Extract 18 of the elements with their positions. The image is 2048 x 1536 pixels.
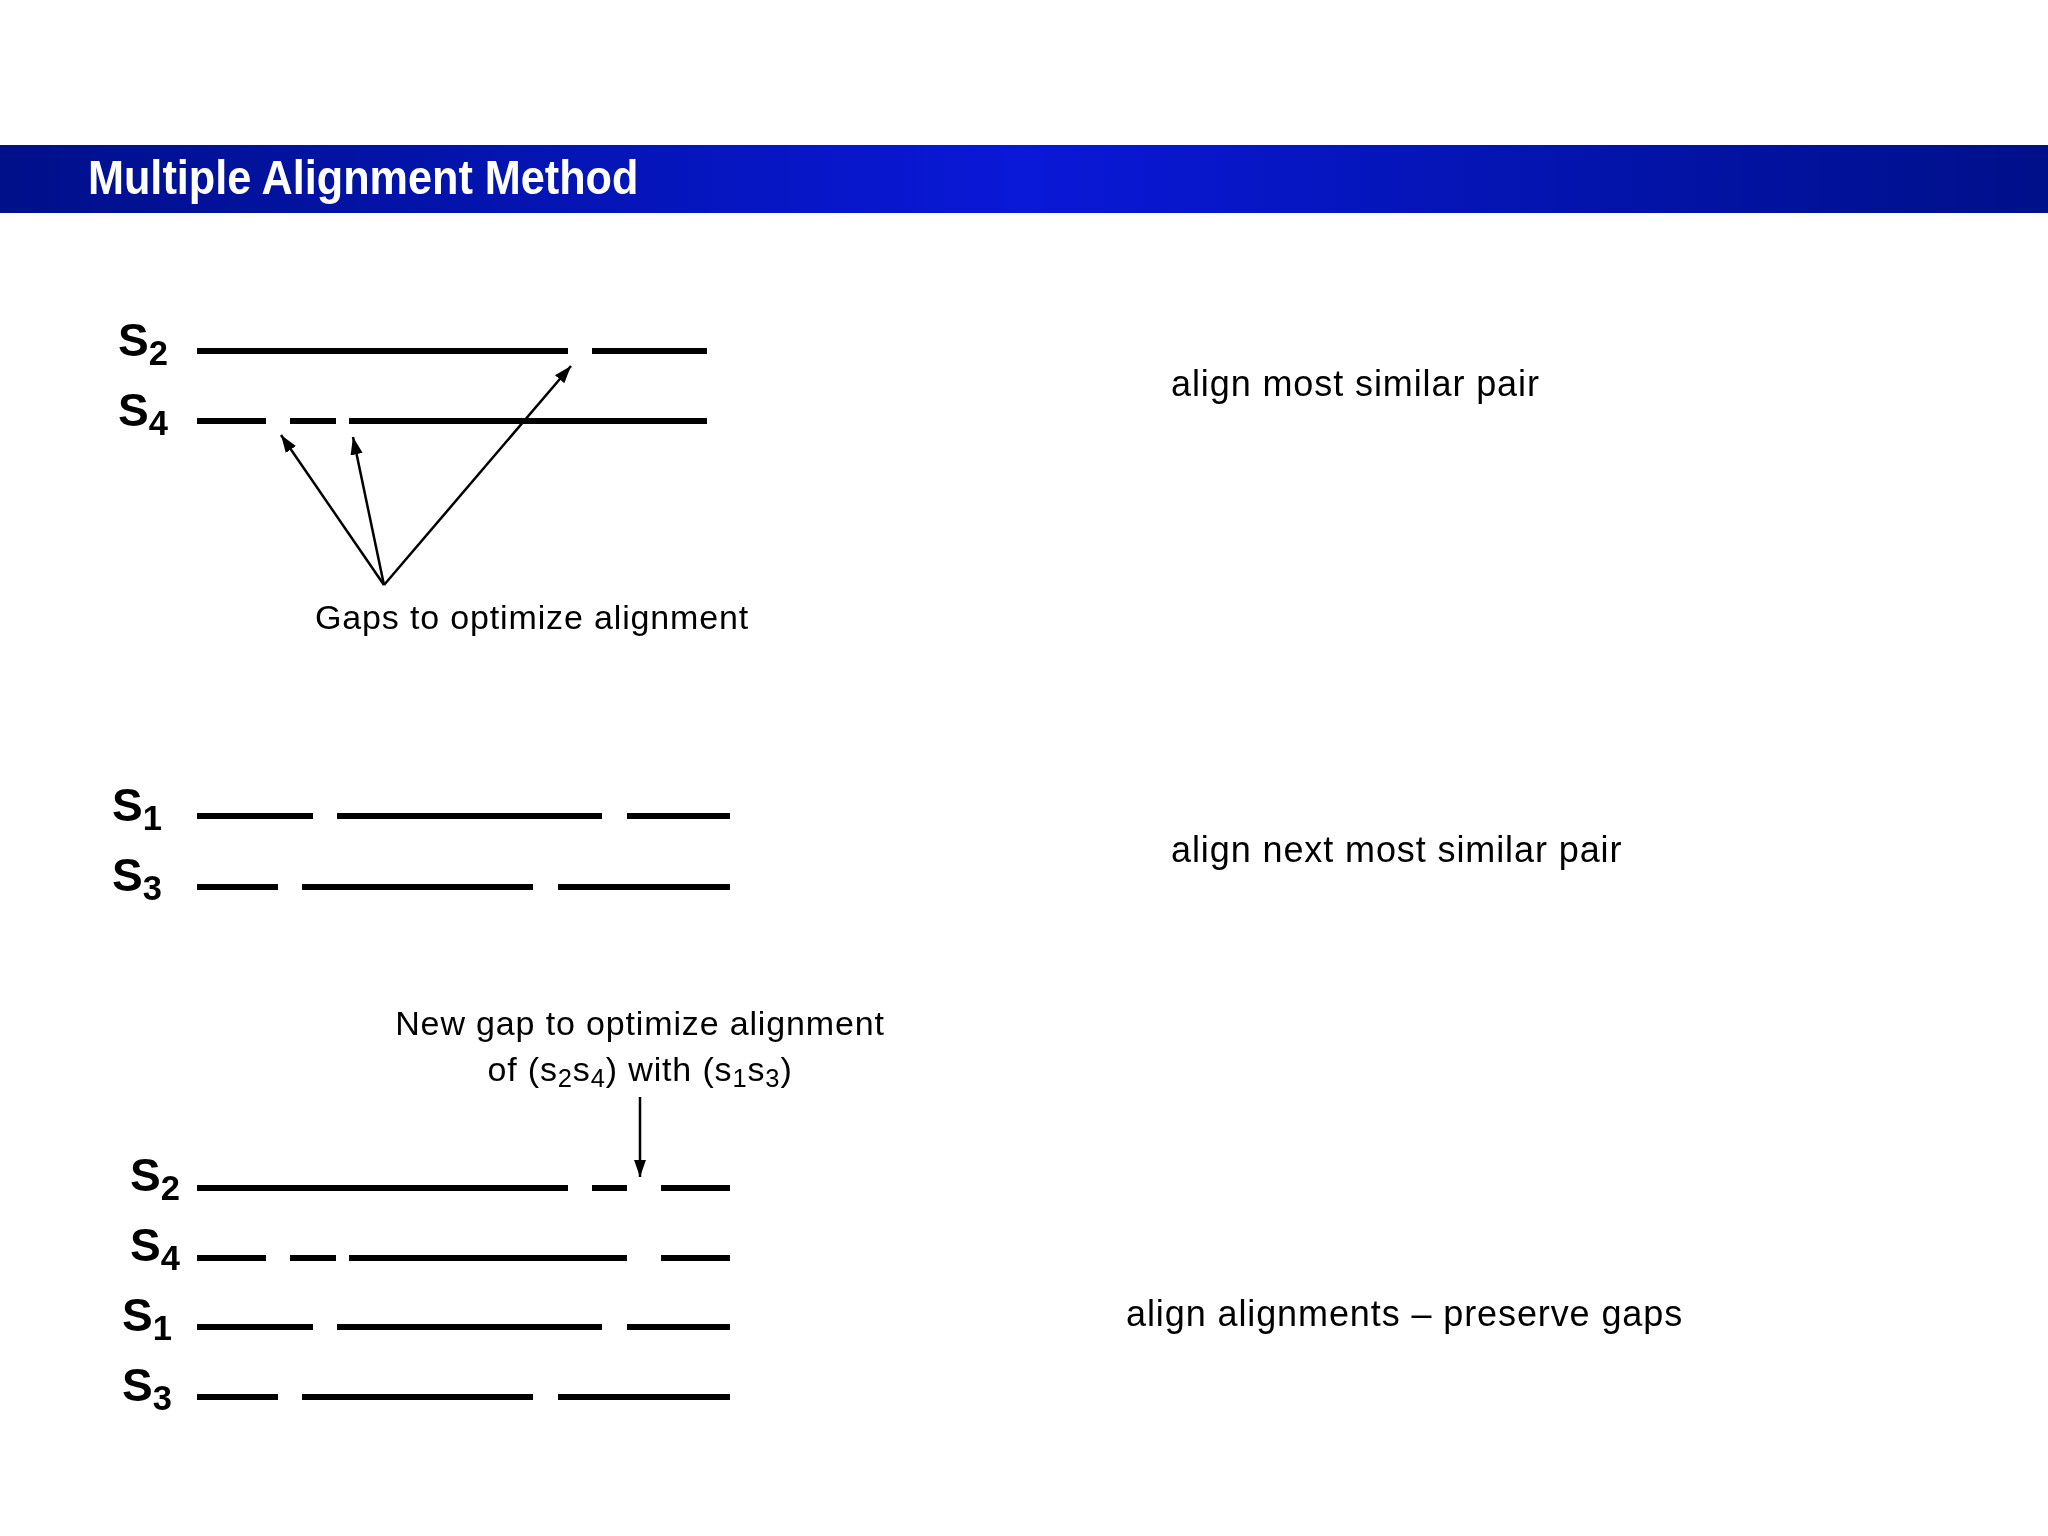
title: Multiple Alignment Method	[88, 150, 639, 206]
step-note: align most similar pair	[1171, 366, 1540, 402]
sequence-label: S$_{1}$	[112, 782, 162, 828]
leader-arrow	[350, 436, 386, 586]
leader-arrow	[633, 1097, 647, 1177]
leader-arrow	[279, 434, 386, 586]
sequence-label: S$_{4}$	[130, 1222, 180, 1268]
step-note: align alignments – preserve gaps	[1126, 1296, 1684, 1332]
sequence-label: S$_{3}$	[112, 852, 162, 898]
sequence-label: S$_{3}$	[122, 1362, 172, 1408]
sequence-label: S$_{2}$	[130, 1152, 180, 1198]
step-note: align next most similar pair	[1171, 832, 1623, 868]
sequence-label: S$_{4}$	[118, 387, 168, 433]
callout-text: New gap to optimize alignment of (s$_{2}$s$_{4}$) with (s$_{1}$s$_{3}$)	[394, 1003, 886, 1092]
callout-text: Gaps to optimize alignment	[313, 597, 751, 638]
sequence-label: S$_{1}$	[122, 1292, 172, 1338]
leader-arrow	[383, 365, 572, 586]
sequence-label: S$_{2}$	[118, 317, 168, 363]
